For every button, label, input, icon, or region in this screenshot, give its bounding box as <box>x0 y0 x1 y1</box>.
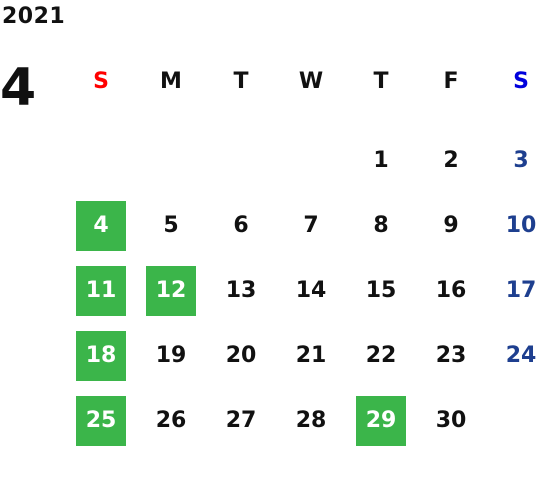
day-cell: 7 <box>303 213 319 238</box>
day-cell: 24 <box>505 343 537 368</box>
day-cell: 8 <box>373 213 389 238</box>
day-cell: 1 <box>373 148 389 173</box>
day-cell: 13 <box>225 278 257 303</box>
weekday-saturday: S <box>513 69 529 94</box>
day-cell: 19 <box>155 343 187 368</box>
day-cell <box>286 136 336 186</box>
day-cell: 18 <box>76 330 126 381</box>
day-cell: 29 <box>356 395 406 446</box>
day-cell <box>146 136 196 186</box>
day-cell: 11 <box>76 265 126 316</box>
weekday-wednesday: W <box>298 69 324 94</box>
day-cell: 9 <box>443 213 459 238</box>
day-cell: 4 <box>76 200 126 251</box>
day-cell: 30 <box>435 408 467 433</box>
week-row: 18 19 20 21 22 23 24 <box>66 323 548 388</box>
day-cell: 21 <box>295 343 327 368</box>
day-cell: 5 <box>163 213 179 238</box>
weekday-friday: F <box>443 69 459 94</box>
weekday-header-row: S M T W T F S <box>66 60 548 104</box>
day-cell: 14 <box>295 278 327 303</box>
week-row: 4 5 6 7 8 9 10 <box>66 193 548 258</box>
day-cell: 17 <box>505 278 537 303</box>
week-row: 25 26 27 28 29 30 <box>66 388 548 453</box>
year-label: 2021 <box>2 4 66 29</box>
day-cell: 6 <box>233 213 249 238</box>
calendar-grid: S M T W T F S 1 2 3 4 5 6 7 8 9 10 11 12… <box>66 60 548 453</box>
weekday-thursday: T <box>373 69 389 94</box>
weekday-monday: M <box>160 69 182 94</box>
day-cell: 27 <box>225 408 257 433</box>
day-cell: 25 <box>76 395 126 446</box>
day-cell: 28 <box>295 408 327 433</box>
day-cell: 15 <box>365 278 397 303</box>
day-cell: 10 <box>505 213 537 238</box>
week-row: 11 12 13 14 15 16 17 <box>66 258 548 323</box>
day-cell <box>216 136 266 186</box>
day-cell: 26 <box>155 408 187 433</box>
week-row: 1 2 3 <box>66 128 548 193</box>
day-cell: 22 <box>365 343 397 368</box>
day-cell: 20 <box>225 343 257 368</box>
weekday-sunday: S <box>93 69 109 94</box>
day-cell: 23 <box>435 343 467 368</box>
day-cell: 16 <box>435 278 467 303</box>
day-cell: 12 <box>146 265 196 316</box>
weekday-tuesday: T <box>233 69 249 94</box>
month-number: 4 <box>0 58 37 118</box>
day-cell: 2 <box>443 148 459 173</box>
day-cell <box>76 136 126 186</box>
day-cell: 3 <box>513 148 529 173</box>
day-cell <box>496 396 546 446</box>
